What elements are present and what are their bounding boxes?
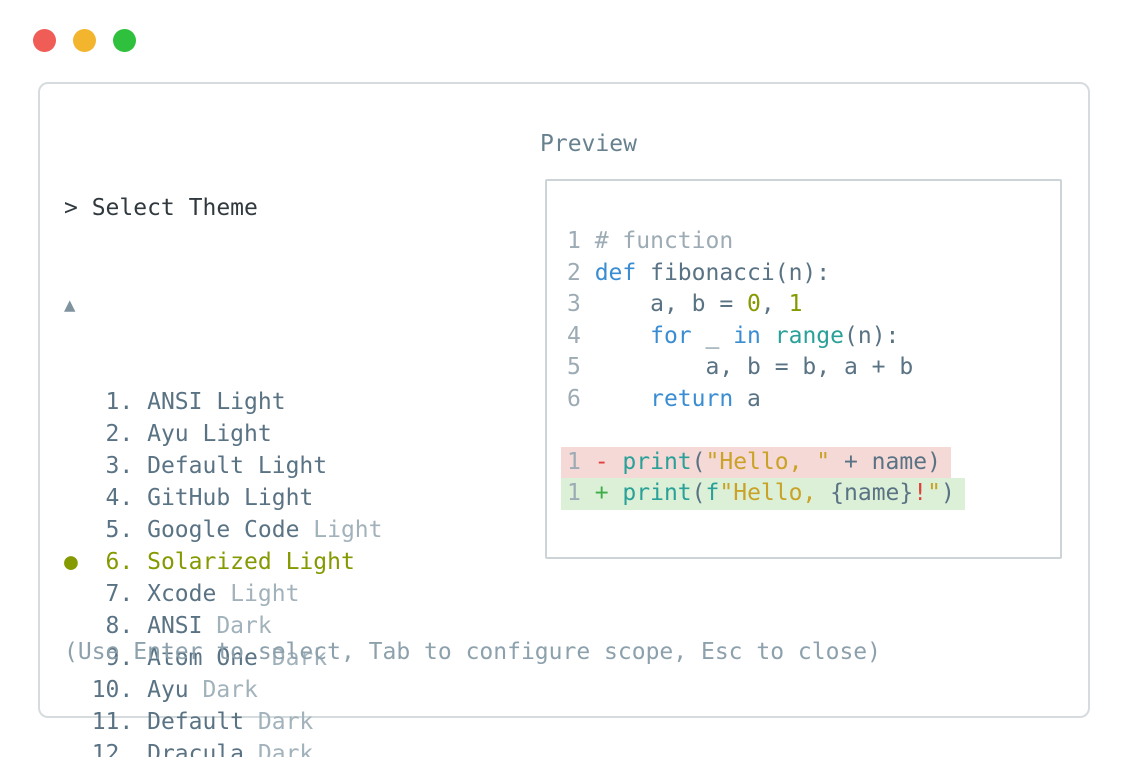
theme-variant: Light bbox=[244, 453, 328, 479]
theme-name: Ayu bbox=[147, 421, 189, 447]
scroll-up-indicator[interactable]: ▲ bbox=[64, 288, 383, 320]
theme-number: 11. bbox=[91, 709, 148, 735]
code-line: 5 a, b = b, a + b bbox=[567, 354, 914, 380]
selected-bullet-icon: ● bbox=[64, 549, 92, 575]
theme-number: 3. bbox=[91, 453, 148, 479]
code-preview-pane: 1 # function 2 def fibonacci(n): 3 a, b = … bbox=[545, 179, 1062, 559]
triangle-up-icon: ▲ bbox=[64, 294, 76, 316]
code-line bbox=[567, 415, 1060, 447]
theme-name: ANSI bbox=[147, 613, 203, 639]
theme-option-default-dark[interactable]: 11. Default Dark bbox=[64, 706, 383, 738]
maximize-window-button[interactable] bbox=[113, 29, 136, 52]
theme-option-dracula-dark[interactable]: 12. Dracula Dark bbox=[64, 738, 383, 757]
code-line: 3 a, b = 0, 1 bbox=[567, 291, 803, 317]
preview-label: Preview bbox=[540, 131, 637, 157]
theme-option-default-light[interactable]: 3. Default Light bbox=[64, 450, 383, 482]
theme-variant: Light bbox=[299, 517, 383, 543]
theme-variant: Dark bbox=[244, 741, 314, 757]
theme-number: 5. bbox=[91, 517, 148, 543]
theme-variant: Dark bbox=[188, 677, 258, 703]
theme-option-google-code-light[interactable]: 5. Google Code Light bbox=[64, 514, 383, 546]
bullet-placeholder bbox=[64, 709, 92, 735]
code-line: 1 # function bbox=[567, 228, 734, 254]
theme-number: 8. bbox=[91, 613, 148, 639]
diff-removed-line: 1 - print("Hello, " + name) bbox=[561, 446, 1060, 478]
theme-name: GitHub bbox=[147, 485, 231, 511]
theme-option-xcode-light[interactable]: 7. Xcode Light bbox=[64, 578, 383, 610]
theme-option-ayu-light[interactable]: 2. Ayu Light bbox=[64, 418, 383, 450]
code-line: 6 return a bbox=[567, 385, 761, 412]
theme-name: Atom One bbox=[147, 645, 258, 671]
theme-number: 6. bbox=[91, 549, 148, 575]
theme-variant: Light bbox=[230, 485, 314, 511]
bullet-placeholder bbox=[64, 453, 92, 479]
close-window-button[interactable] bbox=[33, 29, 56, 52]
theme-option-ayu-dark[interactable]: 10. Ayu Dark bbox=[64, 674, 383, 706]
bullet-placeholder bbox=[64, 581, 92, 607]
theme-option-github-light[interactable]: 4. GitHub Light bbox=[64, 482, 383, 514]
theme-selector-column: > Select Theme ▲ 1. ANSI Light 2. Ayu Li… bbox=[64, 128, 383, 757]
theme-number: 2. bbox=[91, 421, 148, 447]
dialog-title: > Select Theme bbox=[64, 195, 258, 221]
bullet-placeholder bbox=[64, 741, 92, 757]
theme-number: 9. bbox=[91, 645, 148, 671]
code-preview-content: 1 # function 2 def fibonacci(n): 3 a, b = … bbox=[547, 181, 1060, 510]
theme-variant: Light bbox=[188, 421, 272, 447]
theme-number: 4. bbox=[91, 485, 148, 511]
bullet-placeholder bbox=[64, 517, 92, 543]
theme-selector-dialog: > Select Theme ▲ 1. ANSI Light 2. Ayu Li… bbox=[38, 82, 1090, 757]
diff-added-line: 1 + print(f"Hello, {name}!") bbox=[561, 478, 1060, 510]
theme-name: Ayu bbox=[147, 677, 189, 703]
theme-name: Dracula bbox=[147, 741, 245, 757]
bullet-placeholder bbox=[64, 421, 92, 447]
theme-option-atom-one-dark[interactable]: 9. Atom One Dark bbox=[64, 642, 383, 674]
window-traffic-lights bbox=[33, 29, 136, 52]
keyboard-hint: (Use Enter to select, Tab to configure s… bbox=[64, 639, 881, 665]
theme-name: Default bbox=[147, 453, 245, 479]
theme-number: 1. bbox=[91, 389, 148, 415]
bullet-placeholder bbox=[64, 677, 92, 703]
theme-variant: Light bbox=[216, 581, 300, 607]
code-line: 4 for _ in range(n): bbox=[567, 322, 900, 349]
bullet-placeholder bbox=[64, 389, 92, 415]
theme-name: ANSI bbox=[147, 389, 203, 415]
minimize-window-button[interactable] bbox=[73, 29, 96, 52]
theme-number: 10. bbox=[91, 677, 148, 703]
theme-variant: Light bbox=[271, 549, 355, 575]
theme-variant: Dark bbox=[202, 613, 272, 639]
theme-name: Google Code bbox=[147, 517, 300, 543]
bullet-placeholder bbox=[64, 485, 92, 511]
theme-variant: Dark bbox=[244, 709, 314, 735]
theme-name: Default bbox=[147, 709, 245, 735]
theme-variant: Dark bbox=[257, 645, 328, 671]
theme-name: Xcode bbox=[147, 581, 217, 607]
theme-option-ansi-dark[interactable]: 8. ANSI Dark bbox=[64, 610, 383, 642]
theme-number: 7. bbox=[91, 581, 148, 607]
theme-list: 1. ANSI Light 2. Ayu Light 3. Default Li… bbox=[64, 386, 383, 757]
theme-number: 12. bbox=[91, 741, 148, 757]
theme-option-solarized-light[interactable]: ● 6. Solarized Light bbox=[64, 546, 383, 578]
theme-name: Solarized bbox=[147, 549, 272, 575]
theme-variant: Light bbox=[202, 389, 286, 415]
theme-option-ansi-light[interactable]: 1. ANSI Light bbox=[64, 386, 383, 418]
code-line: 2 def fibonacci(n): bbox=[567, 259, 831, 286]
